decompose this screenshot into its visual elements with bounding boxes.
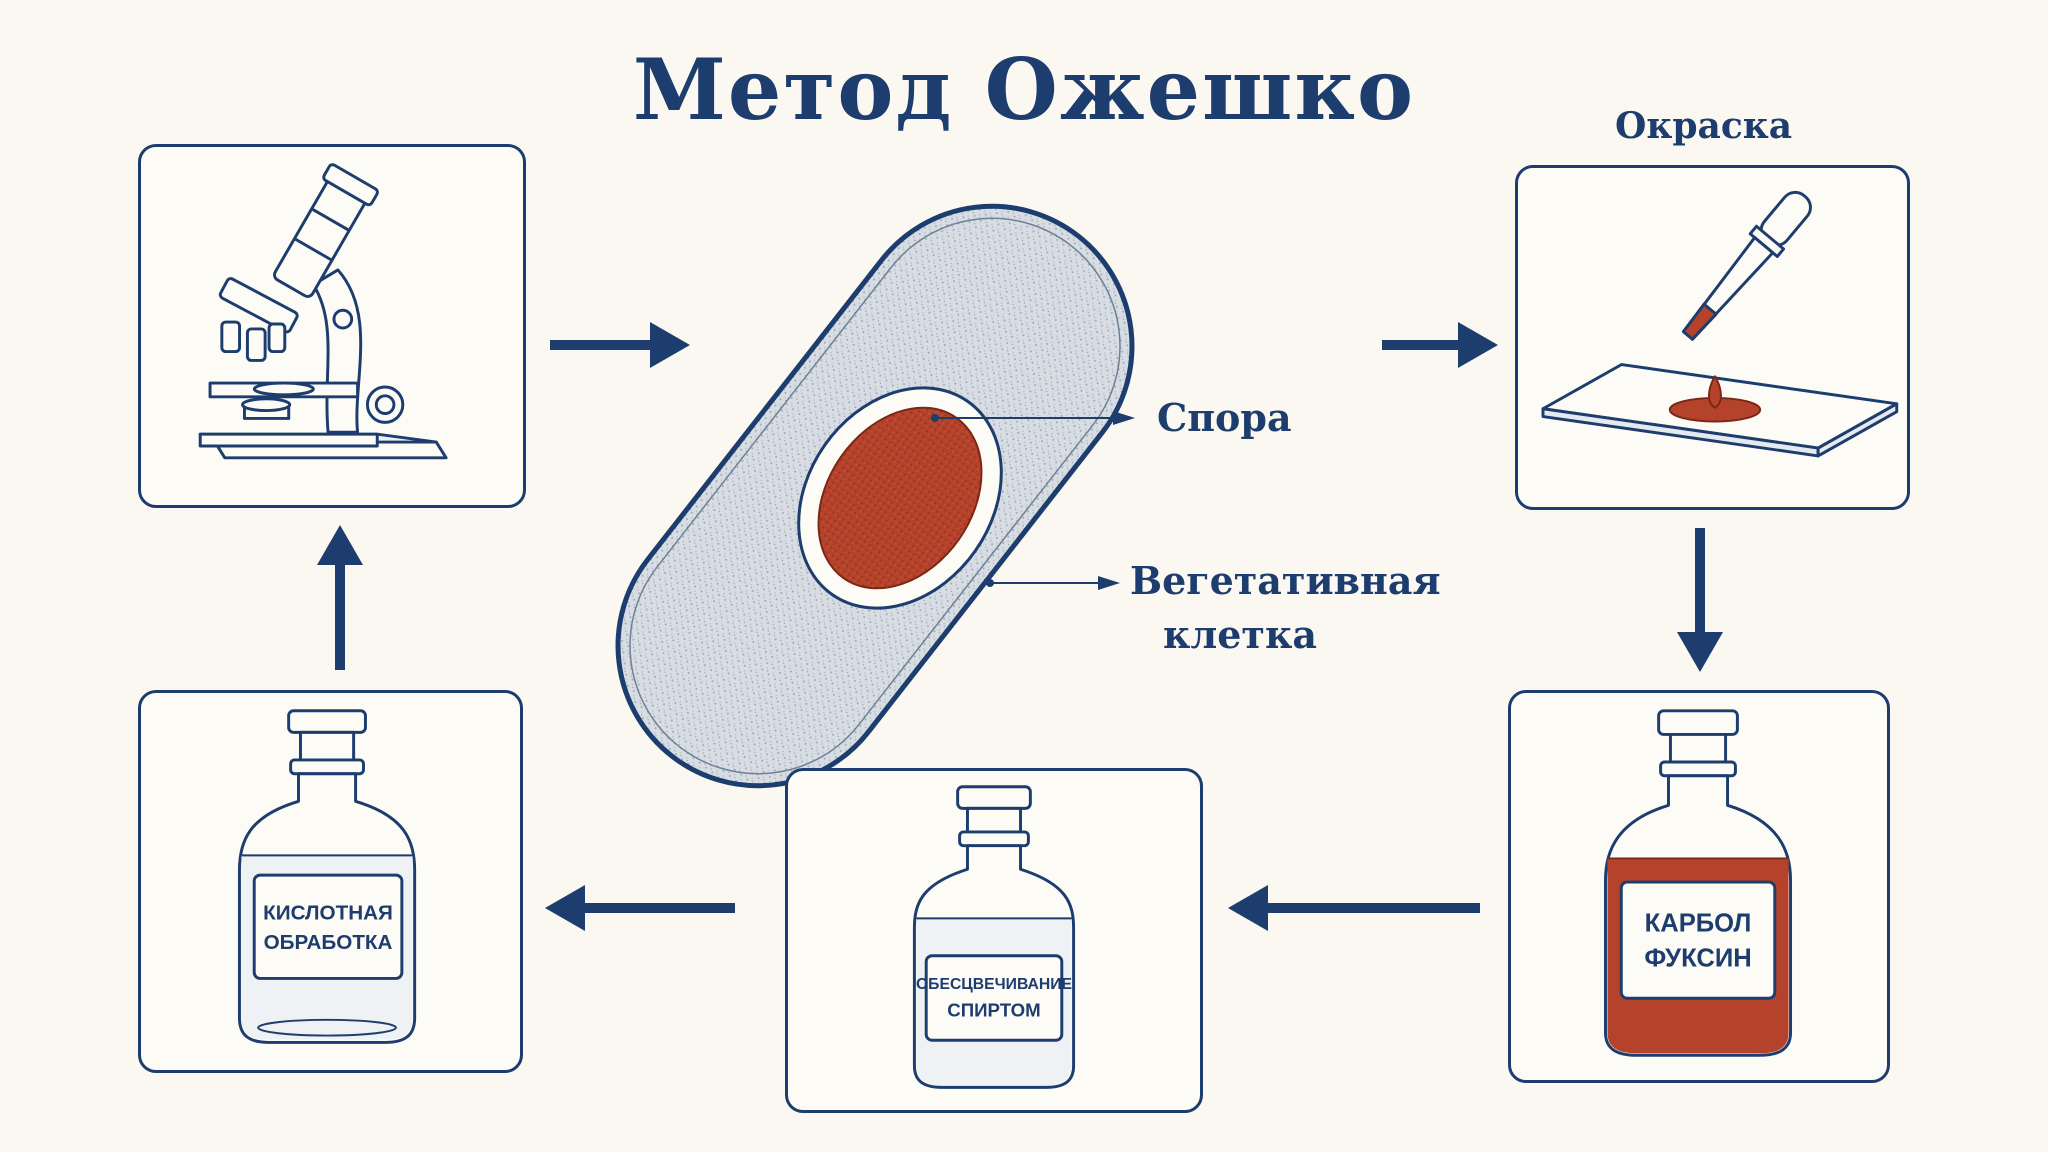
microscope-icon (198, 163, 448, 460)
alcohol-bottle: ОБЕСЦВЕЧИВАНИЕ СПИРТОМ (912, 785, 1076, 1089)
fuchsin-bottle: КАРБОЛ ФУКСИН (1604, 709, 1793, 1057)
acid-treatment-panel: КИСЛОТНАЯ ОБРАБОТКА (138, 690, 523, 1073)
acid-label-line1: КИСЛОТНАЯ (263, 901, 393, 924)
fuchsin-label-line2: ФУКСИН (1644, 945, 1751, 973)
staining-step-label: Окраска (1615, 105, 1793, 147)
spore-pointer (931, 411, 1135, 425)
carbol-fuchsin-panel: КАРБОЛ ФУКСИН (1508, 690, 1890, 1083)
alcohol-decolorization-panel: ОБЕСЦВЕЧИВАНИЕ СПИРТОМ (785, 768, 1203, 1113)
vegetative-cell-label-line2: клетка (1163, 612, 1318, 657)
alcohol-label-line2: СПИРТОМ (947, 1000, 1040, 1021)
diagram-title: Метод Ожешко (632, 40, 1416, 139)
acid-label-line2: ОБРАБОТКА (264, 931, 393, 954)
pipette-slide-icon (1541, 190, 1899, 458)
microscope-panel (138, 144, 526, 508)
arrow-acid-to-microscope (317, 525, 363, 670)
arrow-fuchsin-to-alcohol (1228, 885, 1480, 931)
alcohol-label-line1: ОБЕСЦВЕЧИВАНИЕ (916, 976, 1072, 993)
spore (797, 386, 1003, 610)
vegetative-cell-pointer (986, 576, 1120, 590)
spore-label: Спора (1157, 395, 1292, 440)
arrow-microscope-to-cell (550, 322, 690, 368)
staining-panel (1515, 165, 1910, 510)
arrow-alcohol-to-acid (545, 885, 735, 931)
acid-bottle: КИСЛОТНАЯ ОБРАБОТКА (237, 709, 417, 1044)
fuchsin-label-line1: КАРБОЛ (1645, 909, 1752, 937)
vegetative-cell-label-line1: Вегетативная (1130, 558, 1441, 603)
arrow-staining-to-fuchsin (1677, 528, 1723, 672)
arrow-cell-to-staining (1382, 322, 1498, 368)
